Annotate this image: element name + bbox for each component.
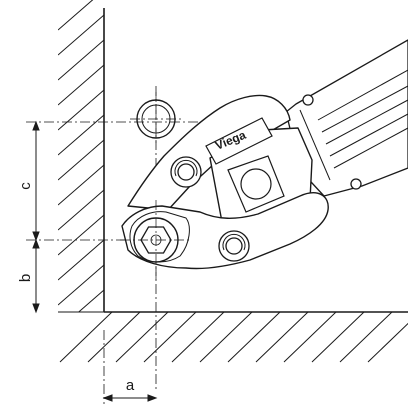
jaw-center-block	[227, 155, 285, 213]
wall-hatching	[58, 0, 104, 312]
dimension-c-label: c	[17, 182, 34, 190]
dimension-b-label: b	[17, 274, 34, 282]
pivot-pin-icon	[170, 156, 202, 188]
press-tool-handle	[285, 39, 408, 197]
upper-clip	[205, 117, 273, 165]
floor-hatching	[59, 312, 408, 363]
dimension-c	[32, 120, 40, 242]
center-lines-overlay	[120, 92, 190, 280]
dimension-a	[102, 394, 158, 402]
dimension-a-label: a	[126, 377, 135, 394]
dimension-b	[32, 238, 40, 314]
lock-pin-icon	[218, 230, 250, 262]
